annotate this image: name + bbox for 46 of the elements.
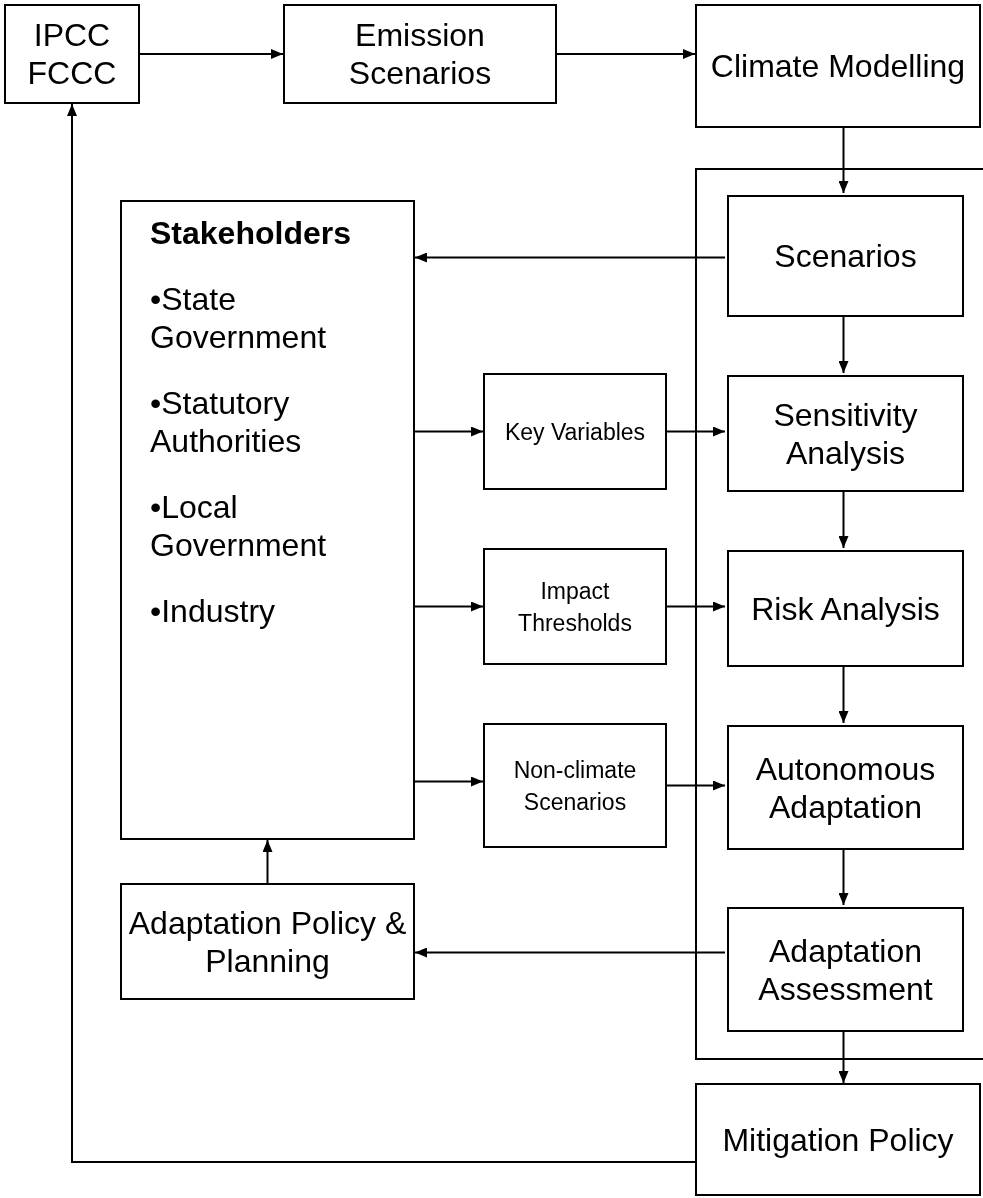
arrow xyxy=(67,103,696,1164)
box-label: Key Variables xyxy=(504,417,646,447)
arrow xyxy=(838,127,849,194)
box-label: Mitigation Policy xyxy=(722,1120,954,1159)
process-box xyxy=(727,195,964,317)
list-item: •Statutory Authorities xyxy=(150,384,303,460)
box-label: Adaptation Assessment xyxy=(757,931,934,1008)
group-frame xyxy=(695,168,983,1060)
arrow xyxy=(414,776,484,787)
arrow xyxy=(414,426,484,437)
list-item: •State Government xyxy=(150,280,328,356)
list-item: •Industry xyxy=(150,592,276,630)
box-label: Risk Analysis xyxy=(751,589,940,628)
box-label: Scenarios xyxy=(774,237,917,275)
process-box xyxy=(695,1083,981,1196)
process-box xyxy=(727,375,964,492)
arrow xyxy=(414,601,484,612)
arrow xyxy=(666,601,726,612)
arrow xyxy=(414,252,726,263)
process-box xyxy=(120,200,415,840)
arrow xyxy=(556,49,696,59)
process-box xyxy=(727,550,964,667)
box-label: Impact Thresholds xyxy=(517,576,633,638)
process-box xyxy=(727,725,964,850)
box-label: Climate Modelling xyxy=(710,47,966,85)
process-box xyxy=(695,4,981,128)
arrow xyxy=(262,839,273,884)
process-box xyxy=(483,723,667,848)
arrow xyxy=(666,426,726,437)
box-label: Autonomous Adaptation xyxy=(754,749,937,826)
process-box xyxy=(727,907,964,1032)
list-item: •Local Government xyxy=(150,488,328,564)
box-heading: Stakeholders xyxy=(150,214,351,252)
box-label: Non-climate Scenarios xyxy=(512,755,638,817)
box-label: Sensitivity Analysis xyxy=(772,395,919,472)
arrow xyxy=(139,49,284,59)
box-label: Adaptation Policy & Planning xyxy=(127,903,408,980)
arrow xyxy=(414,947,726,958)
process-box xyxy=(483,373,667,490)
box-label: IPCC FCCC xyxy=(26,16,118,92)
box-label: Emission Scenarios xyxy=(347,16,493,92)
process-box xyxy=(4,4,140,104)
process-box xyxy=(283,4,557,104)
process-box xyxy=(483,548,667,665)
arrow xyxy=(666,780,726,791)
process-box xyxy=(120,883,415,1000)
